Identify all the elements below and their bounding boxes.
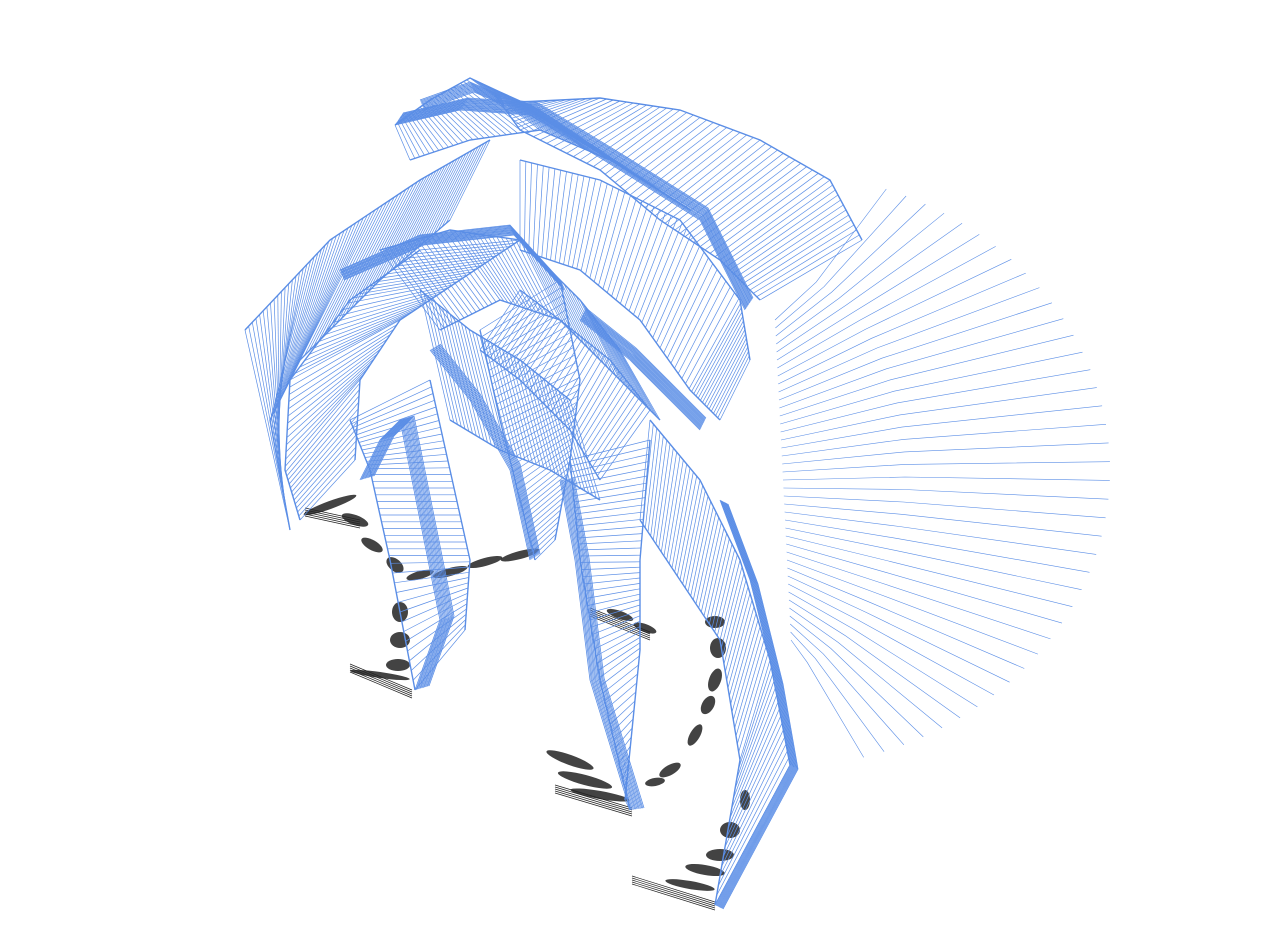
right-upper-wing [519, 159, 751, 421]
right-leg-left-beam [559, 477, 645, 811]
right-leg-right [639, 419, 791, 906]
top-crown-beam [394, 97, 754, 311]
middle-arch-beam [339, 224, 565, 291]
right-upper-beam [579, 307, 707, 431]
middle-arch [379, 229, 661, 421]
inner-mesh-b [479, 289, 651, 481]
floor-shadows [303, 494, 750, 911]
fan-lines [774, 188, 1110, 758]
right-leg-right-beam [714, 499, 799, 910]
left-arm-inner [284, 239, 521, 521]
top-left-beam [419, 81, 505, 111]
left-leg-surface [349, 379, 471, 691]
